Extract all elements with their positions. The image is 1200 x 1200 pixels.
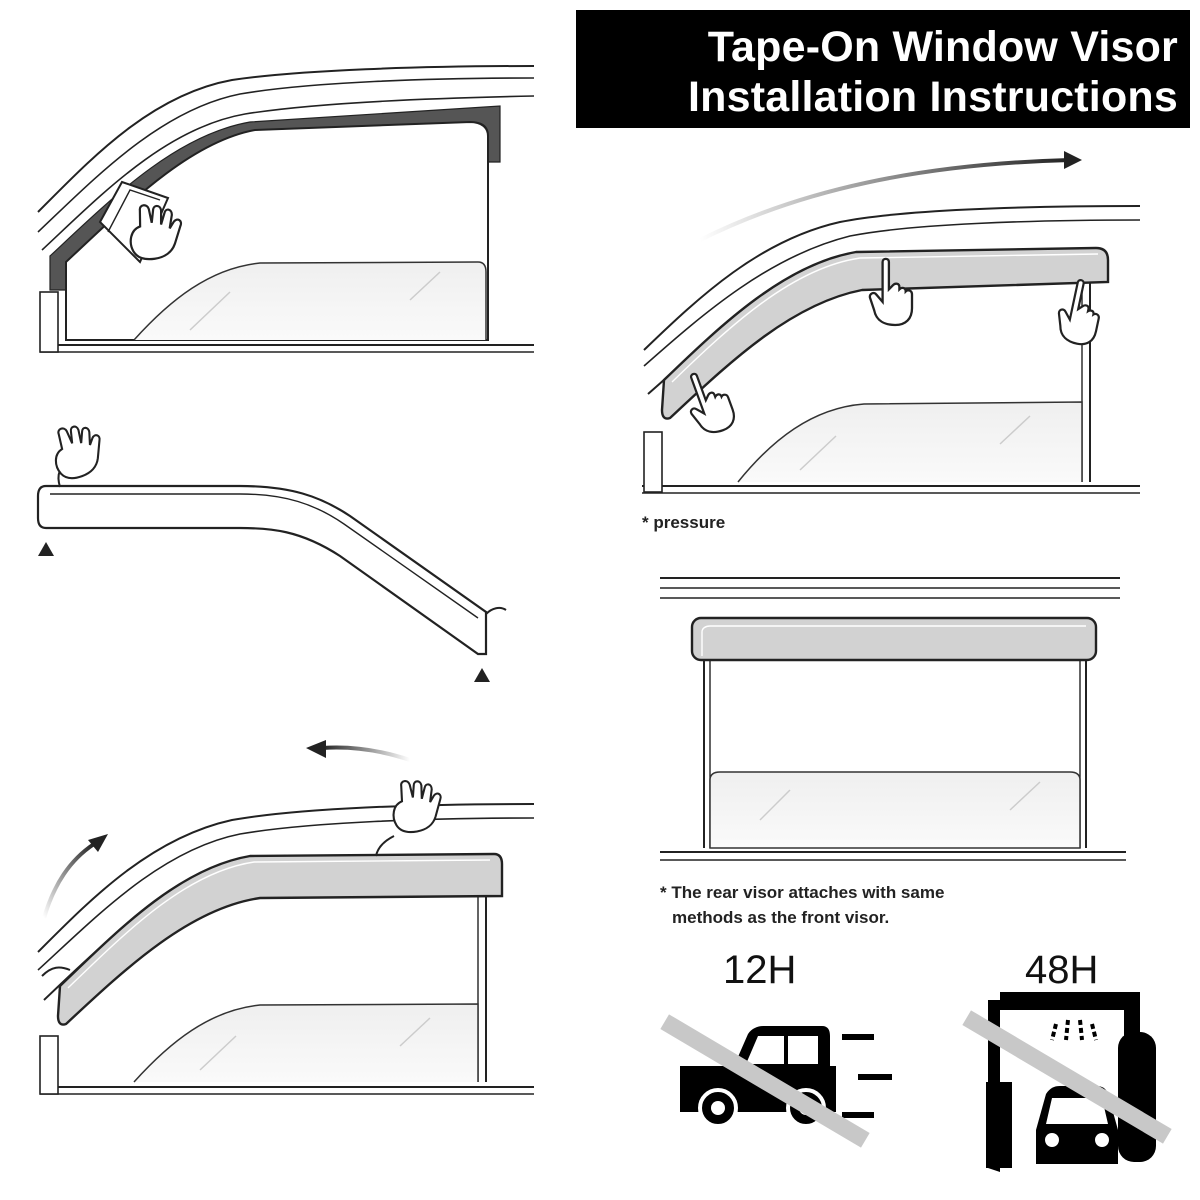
rear-visor-note-line-1: * The rear visor attaches with same [660,883,945,902]
peel-tape-icon [44,416,111,485]
step-press-visor [642,151,1141,494]
rear-visor-diagram [660,577,1126,861]
lift-arrow-right [474,668,490,706]
apply-direction-arrow [42,834,108,919]
pull-direction-arrow [306,740,411,762]
rear-visor-note-line-2: methods as the front visor. [672,908,890,927]
step-clean-frame [37,65,535,353]
title-line-2: Installation Instructions [688,73,1178,121]
pull-tape-icon [386,774,447,837]
no-driving-hours: 12H [723,948,797,992]
cleaning-cloth-icon [98,180,187,264]
no-driving-icon [660,1014,892,1148]
no-car-wash-icon [962,992,1172,1172]
no-car-wash-hours: 48H [1025,948,1099,992]
pressure-note: * pressure [642,513,726,532]
title-banner: Tape-On Window Visor Installation Instru… [576,10,1190,128]
step-apply-pull-tape [37,740,535,1095]
step-peel-tape [36,416,507,706]
title-line-1: Tape-On Window Visor [707,23,1178,71]
lift-arrow-left [38,542,54,582]
